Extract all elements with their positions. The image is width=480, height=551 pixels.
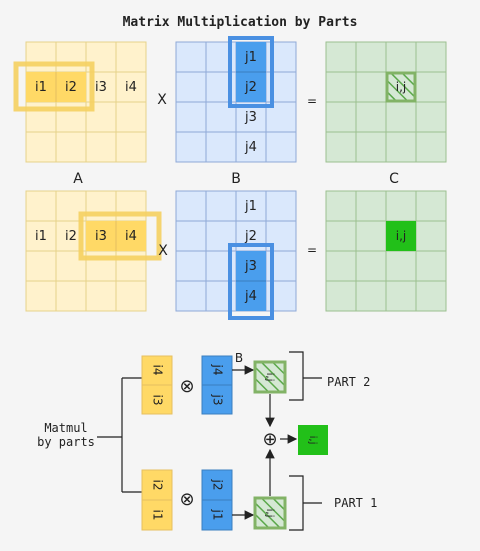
page-title: Matrix Multiplication by Parts — [123, 15, 358, 30]
top-matrix-c: i,j — [325, 41, 447, 163]
upper-b-j3: j3 — [211, 394, 225, 406]
top-a-cell-i2: i2 — [65, 80, 77, 95]
lower-b-vector: j2 j1 — [201, 469, 233, 531]
part2-brace — [289, 351, 322, 401]
middle-a-cell-i3: i3 — [95, 229, 107, 244]
middle-matrix-c: i,j — [325, 190, 447, 312]
upper-b-vector: j4 j3 — [201, 355, 233, 415]
upper-a-i3: i3 — [151, 395, 165, 406]
upper-otimes: ⊗ — [179, 376, 194, 397]
middle-a-cell-i2: i2 — [65, 229, 77, 244]
root-label-line1: Matmul — [44, 421, 87, 435]
middle-c-cell-ij: i,j — [396, 229, 406, 243]
middle-b-cell-j2: j2 — [244, 229, 257, 244]
b-marker: B — [235, 351, 243, 365]
upper-b-j4: j4 — [211, 364, 225, 376]
lower-result-label: i,j — [264, 509, 275, 518]
part2-label: PART 2 — [327, 375, 370, 389]
matrix-label-b: B — [231, 171, 241, 187]
top-times-sign: X — [157, 92, 167, 108]
lower-a-i1: i1 — [151, 510, 165, 521]
top-b-cell-j4: j4 — [244, 140, 257, 155]
matrix-label-a: A — [73, 171, 83, 187]
middle-b-highlight — [228, 243, 274, 320]
upper-a-vector: i4 i3 — [141, 355, 173, 415]
top-a-cell-i1: i1 — [35, 80, 47, 95]
top-b-cell-j1: j1 — [244, 50, 257, 65]
top-a-highlight — [13, 61, 95, 112]
middle-matrix-a: i1 i2 i3 i4 — [25, 190, 162, 312]
top-b-cell-j3: j3 — [244, 110, 257, 125]
lower-otimes: ⊗ — [179, 489, 194, 510]
lower-a-vector: i2 i1 — [141, 469, 173, 531]
top-a-cell-i3: i3 — [95, 80, 107, 95]
top-c-partial-cell — [385, 71, 417, 103]
lower-result-cell — [253, 496, 287, 530]
upper-a-i4: i4 — [151, 365, 165, 376]
middle-b-cell-j3: j3 — [244, 259, 257, 274]
upper-result-label: i,j — [264, 373, 275, 382]
middle-b-cell-j1: j1 — [244, 199, 257, 214]
middle-c-solid-cell — [386, 221, 416, 251]
lower-b-j2: j2 — [211, 479, 225, 491]
middle-times-sign: X — [158, 243, 168, 259]
oplus-operator: ⊕ — [262, 429, 277, 450]
lower-b-j1: j1 — [211, 509, 225, 521]
middle-equals-sign: = — [307, 243, 317, 257]
middle-a-highlight — [78, 211, 162, 261]
lower-a-i2: i2 — [151, 480, 165, 491]
middle-b-cell-j4: j4 — [244, 289, 257, 304]
middle-a-cell-i4: i4 — [125, 229, 137, 244]
final-result-cell — [298, 425, 328, 455]
top-matrix-b: j1 j2 j3 j4 — [175, 36, 297, 163]
final-result-label: i,j — [307, 436, 318, 445]
top-matrix-a: i1 i2 i3 i4 — [13, 41, 147, 163]
root-brace — [97, 377, 142, 493]
upper-result-cell — [253, 360, 287, 394]
top-equals-sign: = — [307, 94, 317, 108]
top-c-cell-ij: i,j — [396, 80, 406, 94]
part1-brace — [289, 475, 322, 531]
top-a-cell-i4: i4 — [125, 80, 137, 95]
top-b-cell-j2: j2 — [244, 80, 257, 95]
matrix-label-c: C — [389, 171, 399, 187]
top-b-highlight — [228, 36, 274, 108]
root-label-line2: by parts — [37, 435, 95, 449]
middle-a-cell-i1: i1 — [35, 229, 47, 244]
part1-label: PART 1 — [334, 496, 377, 510]
middle-matrix-b: j1 j2 j3 j4 — [175, 190, 297, 320]
